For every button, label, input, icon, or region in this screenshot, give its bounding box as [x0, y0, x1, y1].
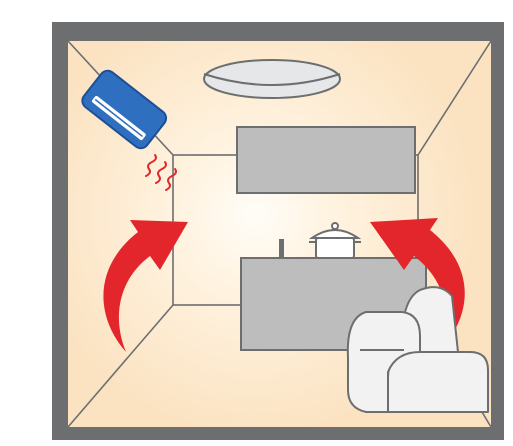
faucet-icon	[279, 239, 284, 259]
curved-arrow-right	[370, 218, 465, 352]
ceiling-light-icon	[203, 59, 341, 99]
kitchen-counter	[240, 257, 427, 351]
pot-icon	[308, 222, 362, 259]
sofa-icon	[346, 286, 489, 413]
heat-waves-icon	[145, 154, 177, 191]
curved-arrow-left	[103, 220, 188, 352]
air-conditioner-icon	[81, 69, 168, 150]
upper-cabinet	[236, 126, 416, 194]
